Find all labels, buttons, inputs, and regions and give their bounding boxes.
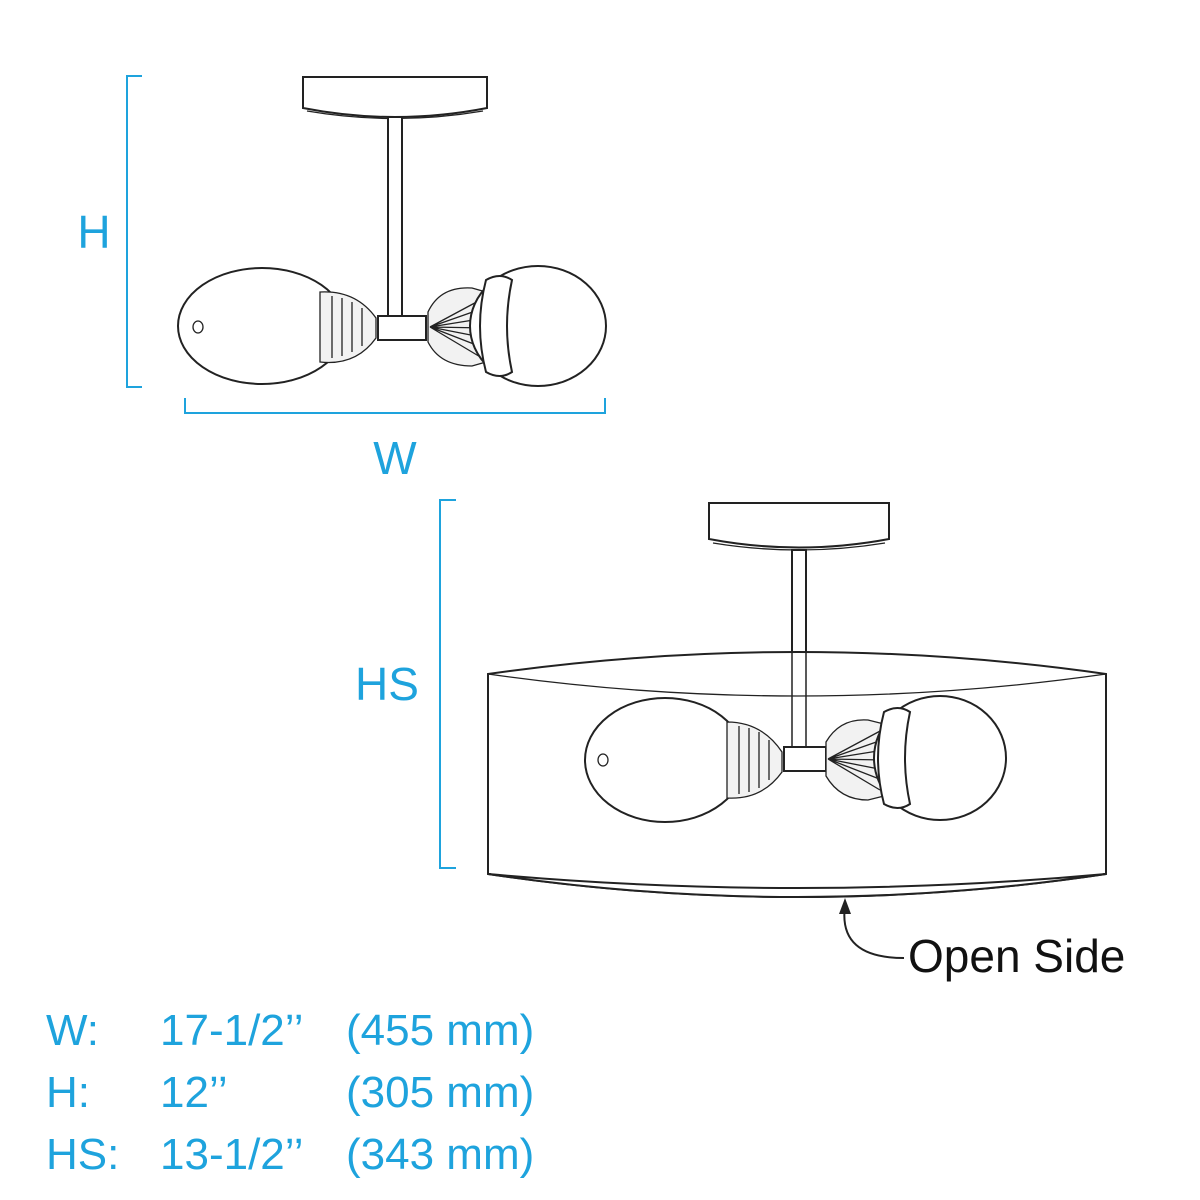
height-with-shade-dimension-label: HS <box>355 658 419 710</box>
stem <box>387 116 403 318</box>
spec-imperial: 17-1/2’’ <box>160 1006 304 1055</box>
spec-label: W: <box>46 1006 99 1055</box>
right-glass-globe <box>469 265 607 387</box>
spec-row-height-with-shade: HS: 13-1/2’’ (343 mm) <box>46 1124 606 1186</box>
spec-row-width: W: 17-1/2’’ (455 mm) <box>46 1000 606 1062</box>
height-dimension-label: H <box>77 206 110 258</box>
open-side-callout: Open Side <box>839 898 1125 982</box>
width-dimension-line <box>184 398 606 414</box>
spec-label: HS: <box>46 1130 120 1179</box>
arrow-head-icon <box>839 898 851 914</box>
spec-metric: (305 mm) <box>346 1068 535 1117</box>
left-socket <box>319 291 377 364</box>
left-socket <box>726 721 783 799</box>
spec-metric: (455 mm) <box>346 1006 535 1055</box>
width-dimension-label: W <box>373 432 417 484</box>
left-glass-globe <box>584 697 746 823</box>
spec-row-height: H: 12’’ (305 mm) <box>46 1062 606 1124</box>
dimension-specs: W: 17-1/2’’ (455 mm) H: 12’’ (305 mm) HS… <box>46 1000 606 1186</box>
shade-open-rim <box>487 873 1107 898</box>
right-glass-globe <box>873 695 1007 821</box>
drum-shade <box>487 651 1107 898</box>
open-side-label: Open Side <box>908 930 1125 982</box>
spec-metric: (343 mm) <box>346 1130 535 1179</box>
spec-imperial: 13-1/2’’ <box>160 1130 304 1179</box>
height-with-shade-dimension-line <box>439 499 456 869</box>
ceiling-canopy <box>708 502 890 551</box>
spec-imperial: 12’’ <box>160 1068 228 1117</box>
fixture-with-shade: HS <box>355 499 1125 982</box>
fixture-without-shade: H W <box>77 75 607 484</box>
height-dimension-line <box>126 75 142 388</box>
right-socket <box>825 719 885 801</box>
ceiling-canopy <box>302 76 488 120</box>
spec-label: H: <box>46 1068 90 1117</box>
center-coupler <box>377 315 427 341</box>
center-coupler <box>783 746 827 772</box>
